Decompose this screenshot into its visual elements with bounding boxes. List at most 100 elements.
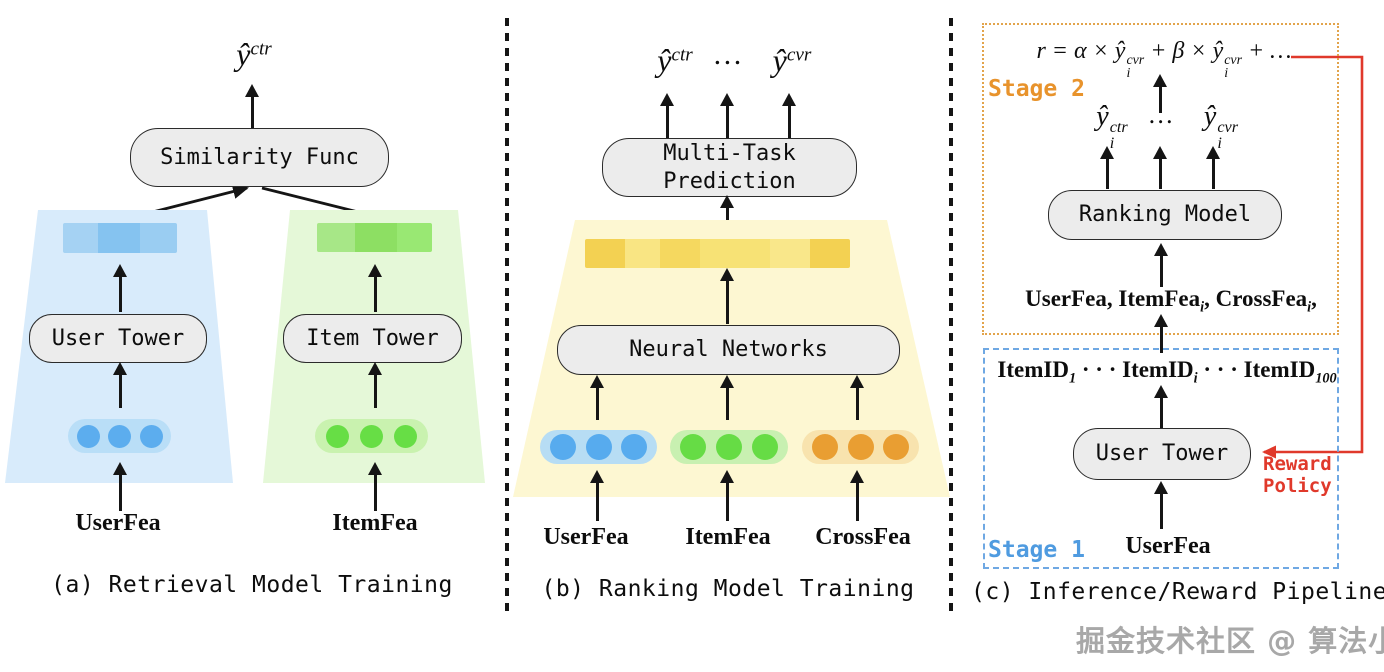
- dot: [752, 434, 778, 460]
- panel-separator-left: [505, 18, 509, 618]
- stage2-label: Stage 2: [988, 76, 1085, 102]
- item-embedding-bar: [317, 223, 432, 252]
- arrow-up: [367, 264, 382, 312]
- bar-segment: [355, 223, 397, 252]
- dot: [394, 424, 417, 448]
- ellipsis-c: …: [1149, 100, 1173, 129]
- caption-panel-c: (c) Inference/Reward Pipeline: [971, 579, 1384, 605]
- user-tower-box-c: User Tower: [1073, 428, 1251, 480]
- dot: [108, 424, 131, 448]
- caption-panel-b: (b) Ranking Model Training: [541, 576, 915, 602]
- dot: [549, 434, 576, 460]
- bar-segment: [810, 239, 850, 268]
- arrow-up: [849, 470, 864, 521]
- arrow-up: [849, 375, 864, 420]
- features-line-c: UserFea, ItemFeai, CrossFeai,: [1025, 286, 1317, 316]
- bar-segment: [63, 223, 98, 253]
- bar-segment: [585, 239, 625, 268]
- user-embedding-bar: [63, 223, 177, 253]
- arrow-up: [1099, 146, 1114, 189]
- arrow-up: [367, 362, 382, 408]
- ranking-model-label: Ranking Model: [1078, 202, 1252, 228]
- dot: [585, 434, 612, 460]
- dot: [847, 434, 874, 460]
- bar-segment: [98, 223, 140, 253]
- arrow-up: [1153, 481, 1168, 529]
- user-tower-label: User Tower: [51, 325, 185, 351]
- bar-segment: [140, 223, 177, 253]
- item-fea-label-a: ItemFea: [332, 510, 418, 536]
- arrow-up: [719, 268, 734, 324]
- arrow-up: [659, 93, 674, 138]
- user-feature-dots-pill-b: [540, 430, 657, 464]
- arrow-up: [112, 264, 127, 312]
- panel-separator-right: [949, 18, 953, 618]
- arrow-up: [367, 462, 382, 511]
- bar-segment: [397, 223, 432, 252]
- arrow-up: [1152, 146, 1167, 189]
- arrow-up: [589, 375, 604, 420]
- user-tower-label-c: User Tower: [1095, 441, 1229, 467]
- user-fea-label-b: UserFea: [543, 524, 629, 550]
- user-fea-label-a: UserFea: [75, 510, 161, 536]
- yhat-ctr-output-a: ŷctr: [236, 36, 272, 72]
- arrow-up: [781, 93, 796, 138]
- cross-feature-dots-pill-b: [802, 430, 919, 464]
- dot: [360, 424, 383, 448]
- arrow-up: [112, 362, 127, 408]
- bar-segment: [660, 239, 700, 268]
- stage1-label: Stage 1: [988, 537, 1085, 563]
- user-fea-label-c: UserFea: [1125, 533, 1211, 559]
- multi-task-line2: Prediction: [663, 168, 796, 194]
- arrow-up: [1152, 74, 1167, 113]
- arrow-up: [1153, 385, 1168, 428]
- bar-segment: [625, 239, 660, 268]
- arrow-up: [244, 84, 259, 128]
- neural-networks-label: Neural Networks: [629, 337, 828, 363]
- ellipsis-b: …: [714, 38, 742, 71]
- item-fea-label-b: ItemFea: [685, 524, 771, 550]
- arrow-up: [1153, 314, 1168, 353]
- dot: [883, 434, 910, 460]
- dot: [326, 424, 349, 448]
- watermark: 掘金技术社区 @ 算法小强: [1076, 624, 1384, 658]
- arrow-up: [719, 375, 734, 420]
- arrow-up: [719, 93, 734, 138]
- similarity-func-box: Similarity Func: [130, 128, 389, 187]
- item-feature-dots-pill-b: [670, 430, 788, 464]
- dot: [621, 434, 648, 460]
- bar-segment: [700, 239, 770, 268]
- multi-task-line1: Multi-Task: [663, 141, 796, 166]
- arrow-up: [589, 470, 604, 521]
- dot: [680, 434, 706, 460]
- dot: [76, 424, 100, 448]
- neural-networks-box: Neural Networks: [557, 325, 900, 375]
- ranking-model-box: Ranking Model: [1048, 190, 1282, 240]
- item-id-row: ItemID1 · · · ItemIDi · · · ItemID100: [997, 357, 1337, 387]
- dot: [811, 434, 838, 460]
- dot: [716, 434, 742, 460]
- user-feature-dots-pill: [68, 419, 171, 453]
- yhat-cvr-output-b: ŷcvr: [772, 42, 812, 78]
- item-feature-dots-pill: [315, 419, 428, 453]
- yhat-ctr-output-b: ŷctr: [657, 42, 693, 78]
- arrow-up: [719, 470, 734, 521]
- dot: [139, 424, 163, 448]
- bar-segment: [317, 223, 355, 252]
- arrow-up: [112, 462, 127, 511]
- item-tower-box: Item Tower: [283, 314, 462, 363]
- cross-fea-label-b: CrossFea: [815, 524, 911, 550]
- concat-embedding-bar: [585, 239, 850, 268]
- arrow-up: [1153, 243, 1168, 287]
- item-tower-label: Item Tower: [306, 325, 439, 351]
- arrow-up: [1205, 146, 1220, 189]
- user-tower-box-a: User Tower: [29, 314, 207, 363]
- caption-panel-a: (a) Retrieval Model Training: [51, 572, 453, 598]
- bar-segment: [770, 239, 810, 268]
- similarity-func-label: Similarity Func: [160, 144, 359, 170]
